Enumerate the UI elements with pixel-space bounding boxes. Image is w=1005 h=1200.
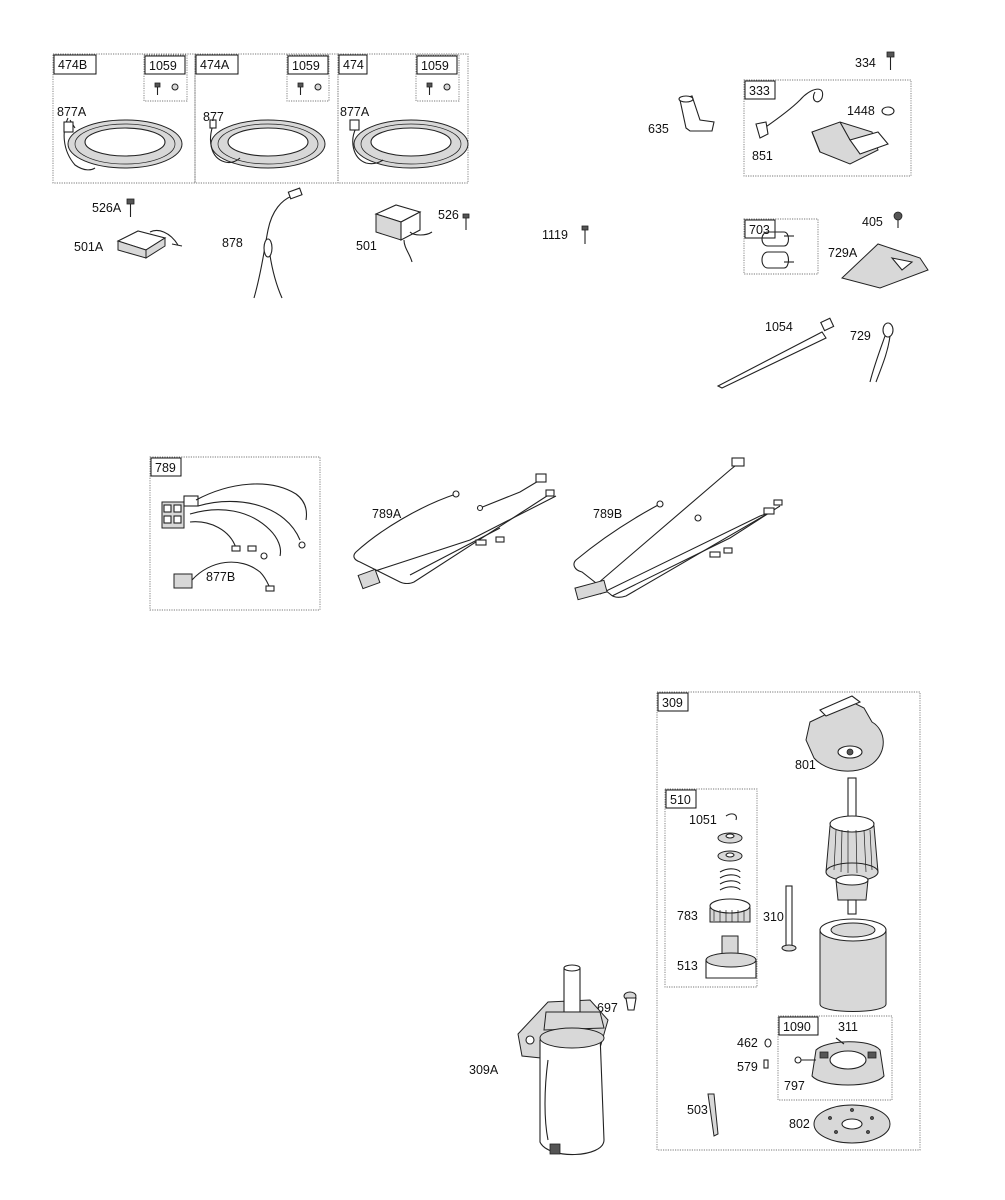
part-label-877A-a: 877A (57, 105, 87, 119)
drive-kit-510 (705, 813, 757, 979)
part-label-877A-b: 877A (340, 105, 370, 119)
bolt-697 (623, 991, 637, 1011)
nut-462 (764, 1038, 772, 1048)
part-label-697: 697 (597, 1001, 618, 1015)
box-label-703: 703 (749, 223, 770, 237)
ground-plate-729A (841, 243, 929, 289)
ignition-group: 334 635 333 1448 851 703 (648, 51, 929, 389)
box-label-1059-b: 1059 (292, 59, 320, 73)
part-label-1448: 1448 (847, 104, 875, 118)
part-label-801: 801 (795, 758, 816, 772)
screw-334 (886, 51, 895, 70)
box-label-474A: 474A (200, 58, 230, 72)
starter-309A-group: 697 309A (469, 964, 637, 1156)
part-label-501A: 501A (74, 240, 104, 254)
box-label-474B: 474B (58, 58, 87, 72)
box-label-333: 333 (749, 84, 770, 98)
brush-holder-1090 (794, 1037, 885, 1086)
washer-1448 (881, 106, 895, 116)
part-label-311: 311 (838, 1020, 858, 1034)
box-label-1059-c: 1059 (421, 59, 449, 73)
ignition-coil-333 (755, 88, 889, 165)
regulator-group: 526A 501A 878 501 526 1119 (74, 187, 589, 299)
screw-1119 (581, 225, 589, 244)
harness-789B (573, 457, 783, 601)
harness-group: 789 877B 789A (149, 456, 783, 611)
through-bolt-310 (781, 885, 797, 952)
box-label-309: 309 (662, 696, 683, 710)
screw-nut-1059-c (426, 82, 451, 95)
box-label-1059-a: 1059 (149, 59, 177, 73)
screw-nut-1059-a (154, 82, 179, 95)
box-label-1090: 1090 (783, 1020, 811, 1034)
part-label-789A: 789A (372, 507, 402, 521)
spark-plug-boot-635 (678, 95, 715, 132)
part-label-1119: 1119 (542, 228, 568, 242)
part-label-310: 310 (763, 910, 784, 924)
stator-474B (63, 117, 183, 171)
part-label-877: 877 (203, 110, 224, 124)
ground-wire-729 (869, 322, 894, 383)
part-label-851: 851 (752, 149, 773, 163)
part-label-462: 462 (737, 1036, 758, 1050)
starter-group: 309 801 310 51 (656, 691, 921, 1151)
part-label-501: 501 (356, 239, 377, 253)
harness-789 (161, 483, 308, 592)
part-label-1054: 1054 (765, 320, 793, 334)
screw-526 (462, 213, 470, 230)
part-label-635: 635 (648, 122, 669, 136)
part-label-503: 503 (687, 1103, 708, 1117)
screw-405 (893, 211, 903, 228)
part-label-526: 526 (438, 208, 459, 222)
starter-motor-309A (517, 964, 609, 1156)
part-label-789B: 789B (593, 507, 622, 521)
box-label-510: 510 (670, 793, 691, 807)
housing (819, 918, 887, 1012)
part-label-526A: 526A (92, 201, 122, 215)
washer-579 (763, 1059, 769, 1069)
part-label-513: 513 (677, 959, 698, 973)
screw-526A (126, 198, 135, 217)
part-label-579: 579 (737, 1060, 758, 1074)
bracket-503 (707, 1093, 719, 1137)
screw-nut-1059-b (297, 82, 322, 95)
part-label-729: 729 (850, 329, 871, 343)
rectifier-501 (374, 204, 433, 263)
part-label-877B: 877B (206, 570, 235, 584)
cable-tie-1054 (716, 317, 835, 389)
part-label-797: 797 (784, 1079, 805, 1093)
end-cap-802 (813, 1104, 891, 1144)
part-label-878: 878 (222, 236, 243, 250)
box-label-789: 789 (155, 461, 176, 475)
harness-789A (353, 473, 557, 590)
part-label-729A: 729A (828, 246, 858, 260)
part-label-783: 783 (677, 909, 698, 923)
box-label-474: 474 (343, 58, 364, 72)
stator-474A (209, 119, 326, 169)
regulator-501A (116, 229, 183, 259)
part-label-802: 802 (789, 1117, 810, 1131)
armature (825, 777, 879, 915)
end-plate-801 (805, 695, 884, 772)
part-label-1051: 1051 (689, 813, 717, 827)
part-label-334: 334 (855, 56, 876, 70)
part-label-309A: 309A (469, 1063, 499, 1077)
stator-group: 474B 474A 474 1059 1059 1059 (52, 53, 469, 184)
part-label-405: 405 (862, 215, 883, 229)
wire-878 (253, 187, 303, 299)
clips-703 (761, 231, 794, 269)
stator-474 (349, 119, 469, 169)
